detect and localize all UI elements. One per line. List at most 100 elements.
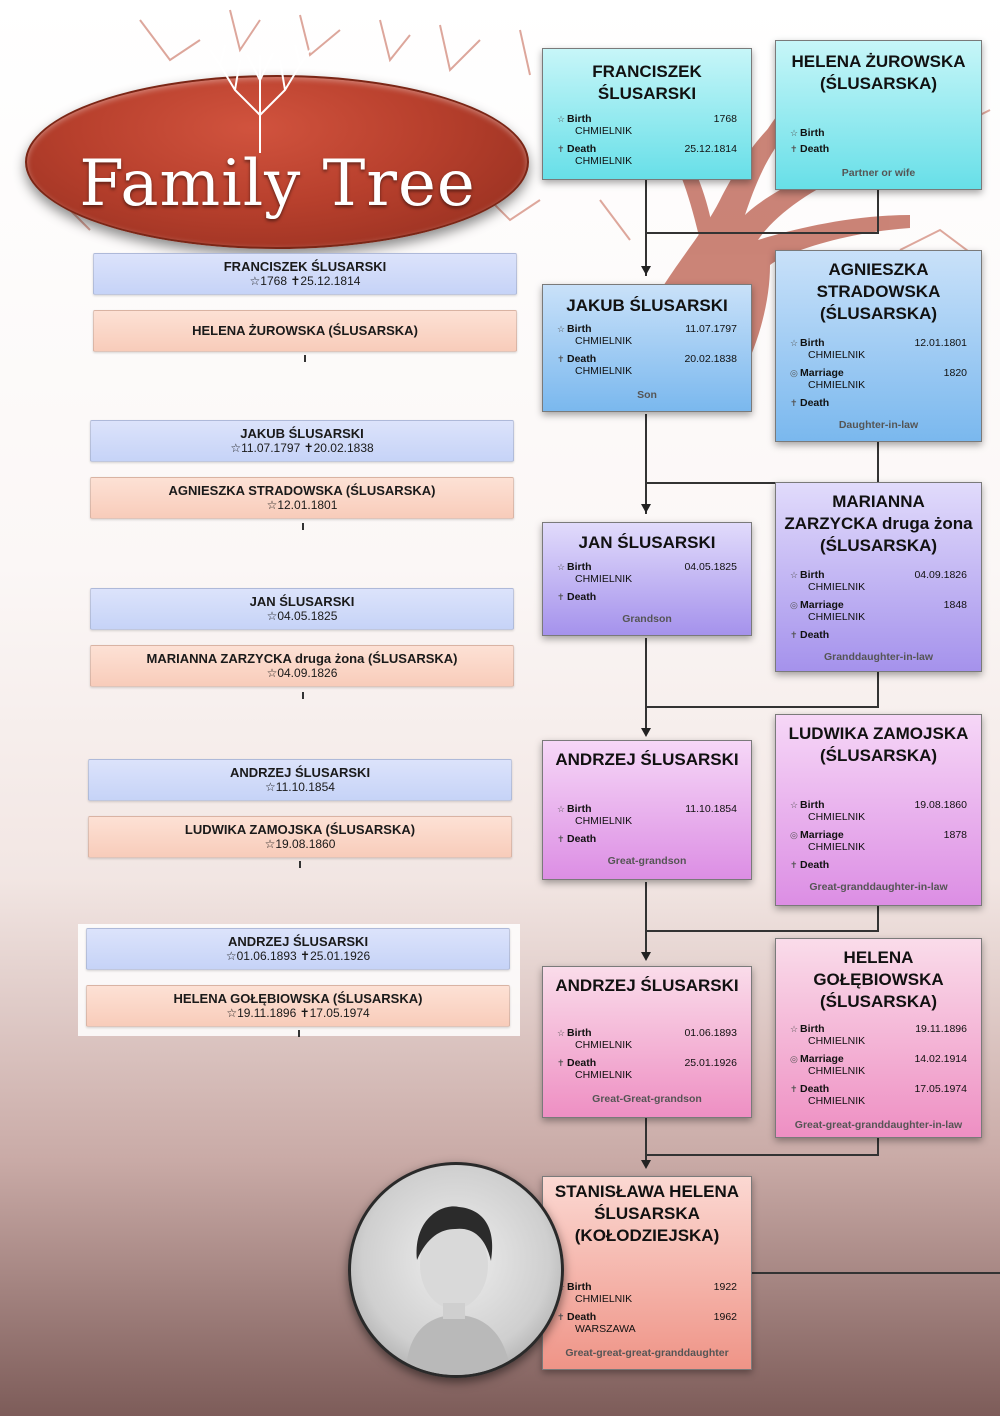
cross-icon: ✝ [557,354,565,364]
connector [645,1154,879,1156]
relation-label: Partner or wife [841,167,916,179]
arrow-icon [641,266,651,275]
cross-icon: ✝ [557,592,565,602]
list-item-name: HELENA GOŁĘBIOWSKA (ŚLUSARSKA) [173,991,423,1006]
list-divider-tick [302,692,304,699]
list-divider-tick [299,861,301,868]
death-event: ✝Death [790,629,830,641]
connector [645,176,647,276]
list-item-dates: ☆01.06.1893 ✝25.01.1926 [225,949,371,963]
person-name: JAKUB ŚLUSARSKI [566,296,728,315]
list-item[interactable]: FRANCISZEK ŚLUSARSKI☆1768 ✝25.12.1814 [93,253,517,295]
connector [877,1138,879,1156]
connector [645,882,647,958]
list-item[interactable]: HELENA GOŁĘBIOWSKA (ŚLUSARSKA)☆19.11.189… [86,985,510,1027]
star-icon: ☆ [790,570,799,580]
cross-icon: ✝ [557,834,565,844]
list-item-name: LUDWIKA ZAMOJSKA (ŚLUSARSKA) [184,822,416,837]
connector [645,930,879,932]
death-event: ✝Death [790,143,830,155]
list-item[interactable]: JAN ŚLUSARSKI☆04.05.1825 [90,588,514,630]
person-name: ANDRZEJ ŚLUSARSKI [555,750,739,769]
person-name: JAN ŚLUSARSKI [578,533,716,552]
connector [645,482,879,484]
list-item[interactable]: MARIANNA ZARZYCKA druga żona (ŚLUSARSKA)… [90,645,514,687]
list-item-name: ANDRZEJ ŚLUSARSKI [229,765,371,780]
list-item-name: ANDRZEJ ŚLUSARSKI [227,934,369,949]
star-icon: ☆ [557,562,566,572]
list-item[interactable]: JAKUB ŚLUSARSKI☆11.07.1797 ✝20.02.1838 [90,420,514,462]
relation-label: Great-granddaughter-in-law [809,881,948,893]
person-name: STANISŁAWA HELENA ŚLUSARSKA (KOŁODZIEJSK… [554,1182,740,1245]
logo-tree-icon [209,44,311,153]
cross-icon: ✝ [557,1058,565,1068]
relation-label: Great-great-granddaughter-in-law [794,1119,963,1131]
cross-icon: ✝ [790,630,798,640]
cross-icon: ✝ [790,860,798,870]
list-item-dates: ☆11.07.1797 ✝20.02.1838 [230,441,374,455]
death-event: ✝Death [557,591,597,603]
rings-icon: ◎ [790,830,798,840]
person-card-helena-zurowska[interactable]: HELENA ŻUROWSKA (ŚLUSARSKA) ☆Birth ✝Deat… [775,40,982,190]
relation-label: Granddaughter-in-law [823,651,934,663]
death-event: ✝Death [557,833,597,845]
list-item-dates: ☆19.08.1860 [264,837,336,851]
relation-label: Great-grandson [607,855,687,867]
list-item[interactable]: AGNIESZKA STRADOWSKA (ŚLUSARSKA)☆12.01.1… [90,477,514,519]
list-item[interactable]: ANDRZEJ ŚLUSARSKI☆11.10.1854 [88,759,512,801]
relation-label: Son [637,389,657,401]
star-icon: ☆ [790,128,799,138]
list-item-dates: ☆19.11.1896 ✝17.05.1974 [226,1006,370,1020]
connector [645,638,647,734]
connector [645,1118,647,1166]
list-item[interactable]: HELENA ŻUROWSKA (ŚLUSARSKA) [93,310,517,352]
person-name: HELENA ŻUROWSKA (ŚLUSARSKA) [791,52,966,93]
list-item-name: AGNIESZKA STRADOWSKA (ŚLUSARSKA) [168,483,436,498]
logo-oval [25,75,529,249]
list-item-name: HELENA ŻUROWSKA (ŚLUSARSKA) [192,323,418,338]
star-icon: ☆ [790,1024,799,1034]
cross-icon: ✝ [557,1312,565,1322]
rings-icon: ◎ [790,368,798,378]
list-item[interactable]: ANDRZEJ ŚLUSARSKI☆01.06.1893 ✝25.01.1926 [86,928,510,970]
person-card-stanislawa[interactable]: STANISŁAWA HELENA ŚLUSARSKA (KOŁODZIEJSK… [542,1176,752,1370]
list-item[interactable]: LUDWIKA ZAMOJSKA (ŚLUSARSKA)☆19.08.1860 [88,816,512,858]
star-icon: ☆ [557,114,566,124]
person-name: LUDWIKA ZAMOJSKA (ŚLUSARSKA) [788,724,969,765]
person-card-marianna[interactable]: MARIANNA ZARZYCKA druga żona (ŚLUSARSKA)… [775,482,982,672]
list-item-dates: ☆04.09.1826 [266,666,338,680]
person-name: ANDRZEJ ŚLUSARSKI [555,976,739,995]
list-item-name: JAN ŚLUSARSKI [249,594,355,609]
connector [645,706,879,708]
connector [877,190,879,234]
cross-icon: ✝ [790,144,798,154]
connector [877,672,879,708]
star-icon: ☆ [790,800,799,810]
list-item-dates: ☆1768 ✝25.12.1814 [249,274,361,288]
cross-icon: ✝ [790,398,798,408]
star-icon: ☆ [557,804,566,814]
death-event: ✝Death [790,859,830,871]
list-item-dates: ☆04.05.1825 [266,609,338,623]
arrow-icon [641,952,651,961]
family-tree-logo: Family Tree [25,35,530,249]
